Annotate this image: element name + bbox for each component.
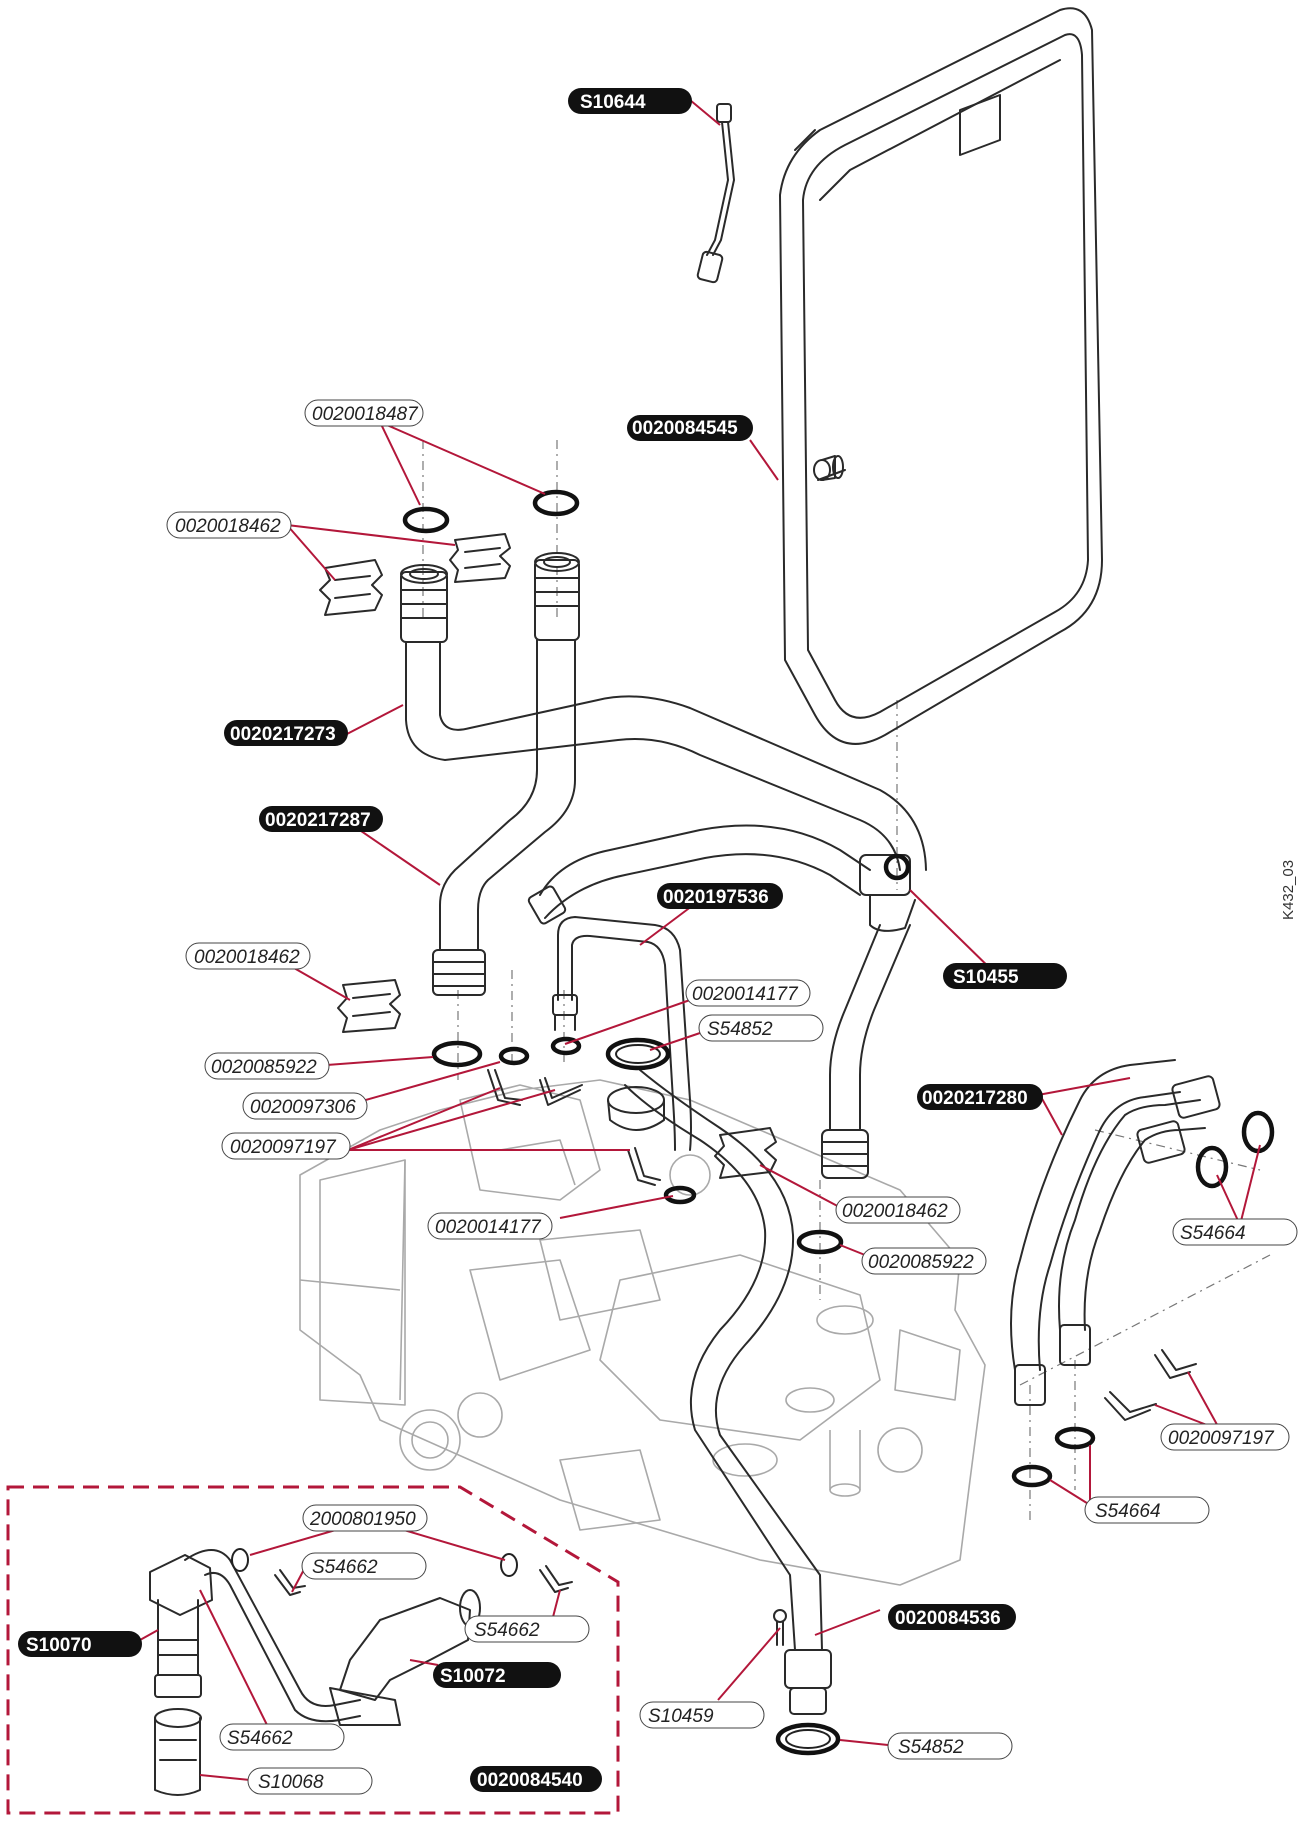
svg-text:0020217280: 0020217280 [922, 1088, 1028, 1109]
label-0020018487: 0020018487 [304, 399, 424, 427]
boiler-chassis-outline [299, 1079, 986, 1586]
label-0020084536: 0020084536 [888, 1604, 1016, 1630]
label-s10459: S10459 [639, 1701, 765, 1729]
label-0020097306: 0020097306 [242, 1092, 368, 1120]
label-s54664-top: S54664 [1172, 1218, 1298, 1246]
svg-text:S54664: S54664 [1095, 1501, 1161, 1522]
svg-text:0020097197: 0020097197 [1168, 1428, 1275, 1449]
pipe-0020084536 [821, 924, 911, 1179]
label-0020018462-right: 0020018462 [835, 1196, 961, 1224]
label-s10072: S10072 [433, 1662, 561, 1688]
sensor-cable [696, 103, 735, 284]
label-0020018462-mid: 0020018462 [185, 942, 311, 970]
label-0020197536: 0020197536 [657, 883, 783, 909]
svg-text:0020018462: 0020018462 [194, 947, 300, 968]
label-0020014177-top: 0020014177 [685, 979, 811, 1007]
label-2000801950: 2000801950 [302, 1504, 428, 1532]
svg-text:S10070: S10070 [26, 1635, 92, 1656]
leader-lines [139, 99, 1261, 1781]
label-s54852-bottom: S54852 [887, 1732, 1013, 1760]
vessel-hose [527, 824, 916, 932]
label-s10070: S10070 [18, 1631, 142, 1657]
svg-text:0020084536: 0020084536 [895, 1608, 1001, 1629]
svg-text:S10068: S10068 [258, 1772, 324, 1793]
svg-text:0020018487: 0020018487 [312, 404, 419, 425]
o-rings [402, 489, 1275, 1488]
clips-0020018462 [319, 533, 777, 1179]
pipe-0020217273 [400, 564, 927, 871]
label-s10068: S10068 [247, 1767, 373, 1795]
svg-text:S54852: S54852 [898, 1737, 964, 1758]
u-clips [487, 1069, 661, 1186]
label-0020084545: 0020084545 [627, 415, 753, 441]
label-s54662-kit-bottom: S54662 [219, 1723, 345, 1751]
svg-text:S54662: S54662 [227, 1728, 293, 1749]
svg-text:0020085922: 0020085922 [211, 1057, 317, 1078]
svg-text:S54664: S54664 [1180, 1223, 1246, 1244]
svg-text:0020097306: 0020097306 [250, 1097, 356, 1118]
callout-labels: S10644 0020084545 0020018487 0020018462 … [18, 88, 1298, 1795]
pipe-0020217280 [1010, 1059, 1221, 1406]
svg-text:2000801950: 2000801950 [309, 1509, 416, 1530]
label-0020217273: 0020217273 [224, 720, 348, 746]
svg-text:S54852: S54852 [707, 1019, 773, 1040]
label-0020097197-left: 0020097197 [221, 1132, 351, 1160]
label-0020014177-bottom: 0020014177 [427, 1212, 553, 1240]
label-0020018462-top: 0020018462 [166, 511, 292, 539]
label-0020217287: 0020217287 [259, 806, 383, 832]
label-s54852-top: S54852 [698, 1014, 824, 1042]
assembly-axes [422, 440, 1271, 1520]
label-0020085922-left: 0020085922 [204, 1052, 330, 1080]
svg-text:0020018462: 0020018462 [175, 516, 281, 537]
svg-text:0020085922: 0020085922 [868, 1252, 974, 1273]
svg-text:S10072: S10072 [440, 1666, 506, 1687]
expansion-vessel [779, 7, 1103, 745]
label-s54662-kit-top: S54662 [301, 1552, 427, 1580]
label-s10644: S10644 [568, 88, 692, 114]
svg-text:0020097197: 0020097197 [230, 1137, 337, 1158]
svg-text:0020217287: 0020217287 [265, 810, 371, 831]
clips-right [1104, 1349, 1197, 1421]
rings-s54852 [605, 1037, 671, 1131]
label-0020097197-right: 0020097197 [1160, 1423, 1290, 1451]
svg-text:0020197536: 0020197536 [663, 887, 769, 908]
svg-text:0020084545: 0020084545 [632, 418, 738, 439]
svg-text:S10455: S10455 [953, 967, 1019, 988]
svg-text:S10459: S10459 [648, 1706, 714, 1727]
drawing-code: K432_03 [1280, 860, 1297, 920]
pipe-bottom-long [624, 1069, 841, 1756]
svg-text:S10644: S10644 [580, 92, 646, 113]
svg-text:0020014177: 0020014177 [692, 984, 799, 1005]
label-0020085922-right: 0020085922 [861, 1247, 987, 1275]
svg-text:S54662: S54662 [312, 1557, 378, 1578]
label-0020217280: 0020217280 [917, 1084, 1043, 1110]
pipe-0020217287 [432, 552, 580, 996]
screw-s10459 [773, 1609, 787, 1646]
pipe-0020197536 [552, 916, 692, 1151]
label-s54664-bottom: S54664 [1084, 1496, 1210, 1524]
svg-text:0020014177: 0020014177 [435, 1217, 542, 1238]
svg-text:0020084540: 0020084540 [477, 1770, 583, 1791]
svg-text:0020217273: 0020217273 [230, 724, 336, 745]
svg-text:0020018462: 0020018462 [842, 1201, 948, 1222]
label-s10455: S10455 [943, 963, 1067, 989]
svg-text:S54662: S54662 [474, 1620, 540, 1641]
label-s54662-kit-right: S54662 [464, 1615, 590, 1643]
label-0020084540: 0020084540 [470, 1766, 602, 1792]
